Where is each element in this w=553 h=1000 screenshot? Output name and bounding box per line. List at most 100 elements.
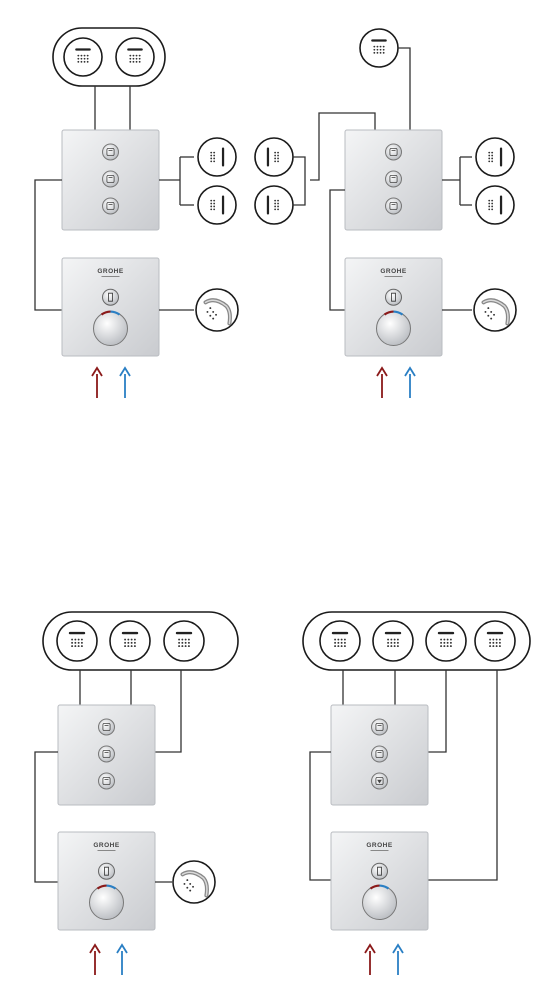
spray-dot [491, 202, 494, 205]
spray-dot [495, 641, 498, 644]
spray-dot [274, 205, 277, 208]
thermostat-module: GROHE [57, 831, 156, 931]
outlet-ring [197, 137, 237, 177]
side-jet-outlet-icon [197, 137, 237, 177]
outlet-ring [473, 288, 517, 332]
outlet-ring [254, 137, 294, 177]
spray-dot [206, 310, 209, 313]
hot-water-inlet-arrow [376, 366, 388, 398]
pipe-line [329, 189, 345, 311]
logo-underline [101, 276, 120, 277]
temperature-knob [376, 311, 411, 347]
spray-dot [495, 645, 498, 648]
spray-dot [210, 160, 213, 163]
shower-bar [371, 39, 387, 42]
spray-dot [71, 638, 74, 641]
spray-dot [77, 54, 80, 57]
hand-shower-outlet-icon [473, 288, 517, 332]
thermostat-module: GROHE [330, 831, 429, 931]
hot-indicator [383, 310, 394, 316]
spray-dot [492, 641, 495, 644]
spray-dot [376, 51, 379, 54]
spray-dot [80, 638, 83, 641]
spray-dot [213, 154, 216, 157]
side-jet-outlet-icon [197, 185, 237, 225]
hot-water-inlet-arrow [91, 366, 103, 398]
arrow-head [91, 366, 103, 377]
spray-dot [337, 645, 340, 648]
spray-dot [186, 879, 189, 882]
spray-dot [490, 317, 493, 320]
shower-bar [175, 631, 193, 635]
temperature-knob [362, 885, 397, 921]
spray-dot [129, 57, 132, 60]
spray-dot [209, 314, 212, 317]
spray-dot [209, 307, 212, 310]
spray-dot [488, 157, 491, 160]
spray-dot [489, 645, 492, 648]
shower-button-symbol [389, 201, 398, 210]
pipe-line [34, 751, 58, 883]
pipe-line [310, 112, 376, 181]
jet-bar [499, 195, 503, 215]
spray-dot [124, 645, 127, 648]
spray-dot [484, 310, 487, 313]
spray-dot [138, 60, 141, 63]
module-plate [330, 831, 429, 931]
spray-dot [387, 641, 390, 644]
arrow-head [116, 943, 128, 954]
select-button [102, 288, 119, 306]
select-button [385, 170, 402, 188]
spray-dot [489, 638, 492, 641]
spray-dot [492, 638, 495, 641]
spray-dot [382, 51, 385, 54]
side-jet-outlet-icon [475, 185, 515, 225]
spray-dot [495, 638, 498, 641]
spray-dot [124, 641, 127, 644]
select-button [385, 197, 402, 215]
pipe-line [309, 751, 331, 881]
spray-dot [213, 199, 216, 202]
spray-dot [178, 645, 181, 648]
select-button [102, 143, 119, 161]
spray-dot [210, 151, 213, 154]
outlet-ring [475, 137, 515, 177]
spray-dot [492, 645, 495, 648]
spray-dot [192, 885, 194, 888]
spray-dot [390, 645, 393, 648]
shower-button-symbol [102, 723, 111, 732]
spray-dot [393, 641, 396, 644]
head-shower-outlet-icon [56, 620, 98, 662]
spray-dot [210, 202, 213, 205]
outlet-ring [163, 620, 205, 662]
spray-dot [181, 641, 184, 644]
spray-dot [274, 160, 277, 163]
head-shower-outlet-icon [115, 37, 155, 77]
pipe-line [428, 670, 447, 753]
spray-dot [83, 57, 86, 60]
spray-dot [376, 45, 379, 48]
spray-dot [133, 641, 136, 644]
shower-button-symbol [375, 723, 384, 732]
spray-dot [340, 645, 343, 648]
pipe-line [398, 47, 411, 130]
spray-dot [488, 199, 491, 202]
spray-dot [212, 310, 215, 313]
spray-dot [132, 54, 135, 57]
spray-dot [449, 645, 452, 648]
grohe-logo: GROHE [97, 268, 124, 275]
logo-underline [97, 850, 116, 851]
spray-dot [129, 60, 132, 63]
hand-shower-outlet-icon [172, 860, 216, 904]
spray-dot [77, 638, 80, 641]
spray-dot [210, 208, 213, 211]
spray-dot [80, 54, 83, 57]
jet-bar [221, 195, 225, 215]
spray-dot [187, 645, 190, 648]
spray-dot [373, 48, 376, 51]
spray-dot [340, 641, 343, 644]
hand-shower-highlight [204, 299, 231, 325]
spray-dot [187, 638, 190, 641]
thermostat-module: GROHE [61, 257, 160, 357]
